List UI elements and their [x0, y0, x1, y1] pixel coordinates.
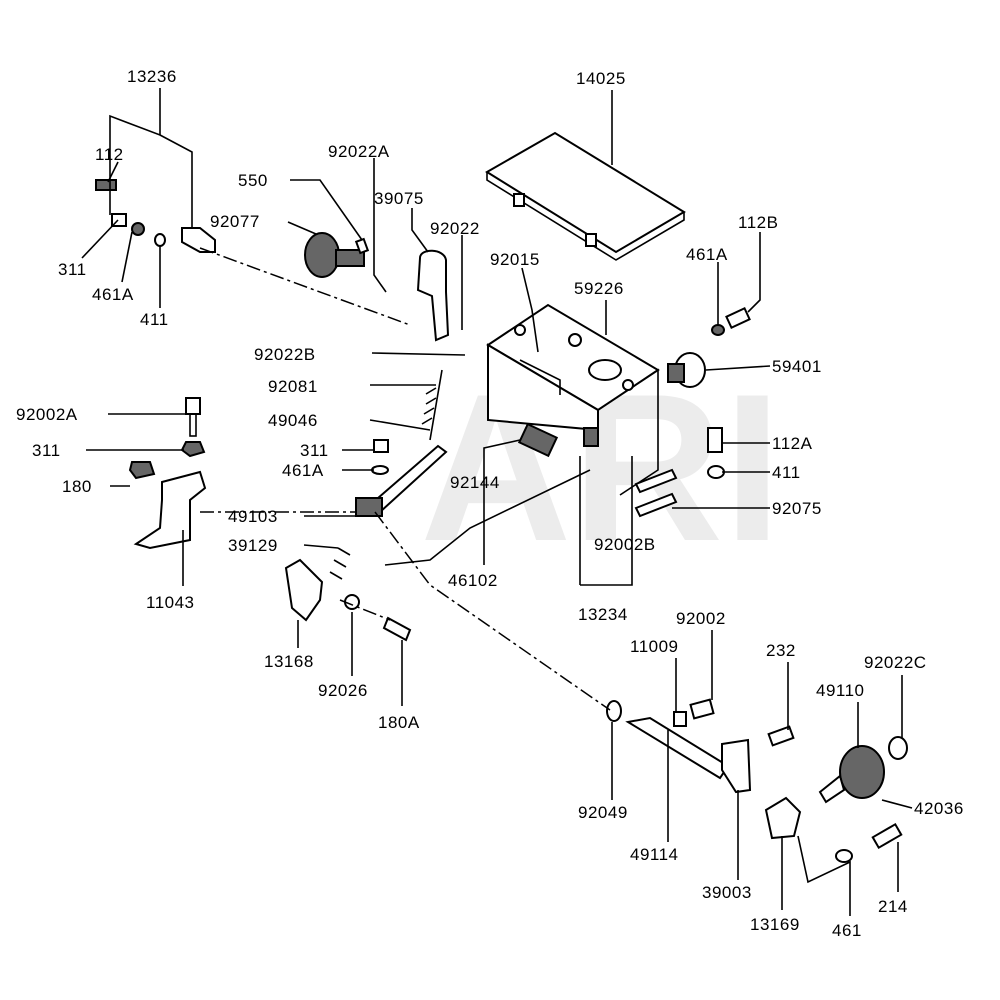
part-spring-rod: [421, 369, 443, 441]
part-cover-plate: [485, 131, 686, 261]
part-right-fasteners: [583, 307, 751, 518]
label-311-top: 311: [58, 260, 87, 279]
label-13236: 13236: [127, 67, 177, 86]
label-214: 214: [878, 897, 908, 916]
label-92002B: 92002B: [594, 535, 656, 554]
label-13168: 13168: [264, 652, 314, 671]
label-92002A: 92002A: [16, 405, 78, 424]
label-92022: 92022: [430, 219, 480, 238]
label-232: 232: [766, 641, 796, 660]
label-112A: 112A: [772, 434, 813, 453]
label-49114: 49114: [630, 845, 679, 864]
label-92075: 92075: [772, 499, 822, 518]
part-spring-assembly: [371, 422, 559, 475]
label-92002: 92002: [676, 609, 726, 628]
label-49046: 49046: [268, 411, 318, 430]
part-pivot-assembly: [95, 179, 216, 253]
label-112: 112: [95, 145, 124, 164]
label-49110: 49110: [816, 681, 865, 700]
label-39129: 39129: [228, 536, 278, 555]
part-mount-bracket: [128, 397, 207, 550]
part-lever: [416, 249, 450, 342]
label-180: 180: [62, 477, 92, 496]
label-92022A: 92022A: [328, 142, 390, 161]
label-13234: 13234: [578, 605, 628, 624]
label-180A: 180A: [378, 713, 420, 732]
alignment-line-upper: [199, 247, 411, 326]
label-92049: 92049: [578, 803, 628, 822]
label-92077: 92077: [210, 212, 260, 231]
label-112B: 112B: [738, 213, 778, 232]
part-shaft-assembly: [606, 698, 752, 794]
part-throttle-arm: [284, 444, 448, 642]
part-knob: [667, 352, 706, 388]
label-92026: 92026: [318, 681, 368, 700]
label-42036: 42036: [914, 799, 964, 818]
label-14025: 14025: [576, 69, 626, 88]
label-92144: 92144: [450, 473, 500, 492]
part-throttle-rod: [384, 469, 591, 566]
label-11009: 11009: [630, 637, 679, 656]
label-461A-left: 461A: [92, 285, 134, 304]
label-11043: 11043: [146, 593, 195, 612]
label-13169: 13169: [750, 915, 800, 934]
alignment-line-lower: [374, 511, 611, 711]
part-gear-assembly: [764, 725, 908, 863]
label-59226: 59226: [574, 279, 624, 298]
part-adjust-knob: [304, 232, 370, 278]
label-92022C: 92022C: [864, 653, 927, 672]
label-411-right: 411: [772, 463, 801, 482]
label-92081: 92081: [268, 377, 318, 396]
label-59401: 59401: [772, 357, 822, 376]
label-49103: 49103: [228, 507, 278, 526]
leader-lines: [81, 88, 913, 916]
label-39075: 39075: [374, 189, 424, 208]
part-labels: 13236 112 311 461A 411 550 92022A 92077 …: [16, 67, 964, 940]
label-311-left: 311: [32, 441, 61, 460]
label-92015: 92015: [490, 250, 540, 269]
label-550: 550: [238, 171, 268, 190]
label-461: 461: [832, 921, 862, 940]
label-39003: 39003: [702, 883, 752, 902]
label-461A-right: 461A: [686, 245, 728, 264]
label-92022B: 92022B: [254, 345, 316, 364]
label-411-top: 411: [140, 310, 169, 329]
alignment-line-bolt: [339, 599, 391, 621]
label-461A-mid: 461A: [282, 461, 324, 480]
label-311-mid: 311: [300, 441, 329, 460]
label-46102: 46102: [448, 571, 498, 590]
